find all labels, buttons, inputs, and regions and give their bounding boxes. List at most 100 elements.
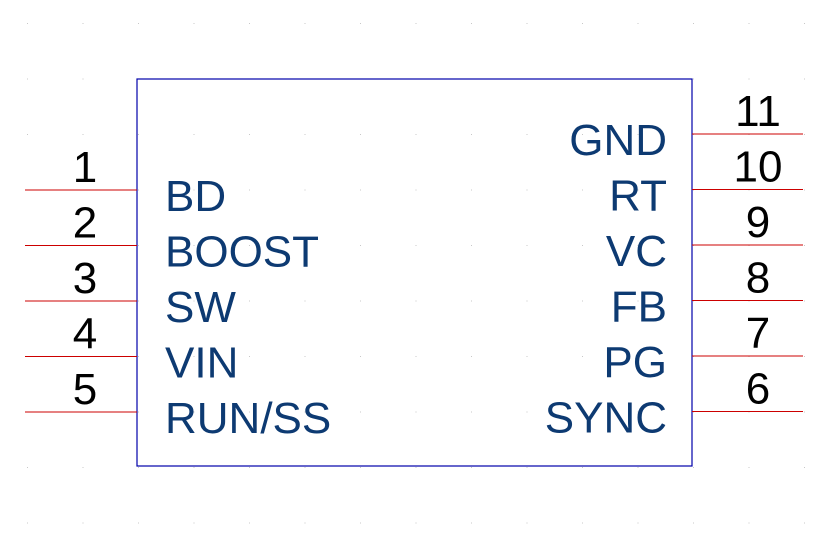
grid-dot — [471, 300, 472, 302]
grid-dot — [471, 245, 472, 246]
grid-dot — [138, 300, 139, 302]
grid-dot — [637, 356, 639, 357]
grid-dot — [804, 467, 805, 468]
grid-dot — [360, 23, 361, 24]
grid-dot — [360, 467, 361, 468]
pin-number: 10 — [734, 143, 783, 192]
pin-number: 5 — [73, 365, 97, 414]
grid-dot — [415, 522, 417, 524]
grid-dots — [27, 23, 805, 524]
grid-dot — [693, 78, 694, 80]
pin-number: 1 — [73, 143, 97, 192]
grid-dot — [471, 356, 472, 357]
grid-dot — [249, 134, 250, 135]
grid-dot — [415, 300, 417, 302]
grid-dot — [27, 23, 28, 24]
grid-dot — [748, 78, 750, 80]
grid-dot — [804, 78, 805, 80]
pin-number: 6 — [746, 365, 770, 414]
pin-1[interactable]: 1BD — [25, 143, 226, 221]
grid-dot — [138, 356, 139, 357]
grid-dot — [360, 245, 361, 246]
grid-dot — [471, 522, 472, 524]
grid-dot — [582, 522, 583, 524]
pin-number: 3 — [73, 254, 97, 303]
grid-dot — [637, 411, 639, 413]
pin-number: 4 — [73, 310, 97, 359]
grid-dot — [360, 522, 361, 524]
grid-dot — [804, 300, 805, 302]
grid-dot — [471, 411, 472, 413]
grid-dot — [193, 300, 195, 302]
grid-dot — [304, 134, 306, 135]
grid-dot — [27, 134, 28, 135]
grid-dot — [526, 245, 528, 246]
grid-dot — [249, 23, 250, 24]
grid-dot — [582, 356, 583, 357]
grid-dot — [526, 522, 528, 524]
grid-dot — [637, 189, 639, 191]
grid-dot — [748, 467, 750, 468]
grid-dot — [526, 411, 528, 413]
pin-7[interactable]: 7PG — [603, 309, 803, 387]
grid-dot — [415, 356, 417, 357]
grid-dot — [193, 245, 195, 246]
grid-dot — [304, 245, 306, 246]
grid-dot — [27, 78, 28, 80]
grid-dot — [304, 522, 306, 524]
grid-dot — [471, 134, 472, 135]
grid-dot — [138, 189, 139, 191]
grid-dot — [637, 245, 639, 246]
grid-dot — [582, 467, 583, 468]
grid-dot — [138, 23, 139, 24]
grid-dot — [249, 356, 250, 357]
pin-name: GND — [569, 116, 667, 165]
grid-dot — [360, 356, 361, 357]
pin-number: 9 — [746, 198, 770, 247]
grid-dot — [415, 189, 417, 191]
grid-dot — [360, 300, 361, 302]
pin-name: BD — [165, 172, 226, 221]
grid-dot — [804, 189, 805, 191]
grid-dot — [304, 300, 306, 302]
grid-dot — [582, 189, 583, 191]
grid-dot — [304, 189, 306, 191]
grid-dot — [582, 411, 583, 413]
grid-dot — [693, 522, 694, 524]
grid-dot — [82, 134, 84, 135]
pin-number: 11 — [735, 87, 781, 136]
grid-dot — [27, 467, 28, 468]
grid-dot — [804, 522, 805, 524]
grid-dot — [415, 23, 417, 24]
grid-dot — [693, 23, 694, 24]
grid-dot — [138, 411, 139, 413]
component-body[interactable] — [136, 78, 693, 467]
grid-dot — [304, 356, 306, 357]
grid-dot — [249, 189, 250, 191]
pin-number: 2 — [73, 199, 97, 248]
grid-dot — [138, 134, 139, 135]
pin-9[interactable]: 9VC — [606, 198, 803, 276]
grid-dot — [582, 23, 583, 24]
grid-dot — [526, 189, 528, 191]
grid-dot — [471, 189, 472, 191]
pin-8[interactable]: 8FB — [611, 254, 803, 332]
pin-3[interactable]: 3SW — [25, 254, 236, 332]
grid-dot — [193, 411, 195, 413]
grid-dot — [360, 134, 361, 135]
grid-dot — [637, 300, 639, 302]
grid-dot — [415, 245, 417, 246]
grid-dot — [804, 245, 805, 246]
grid-dot — [582, 134, 583, 135]
grid-dot — [804, 134, 805, 135]
grid-dot — [82, 78, 84, 80]
grid-dot — [304, 467, 306, 468]
